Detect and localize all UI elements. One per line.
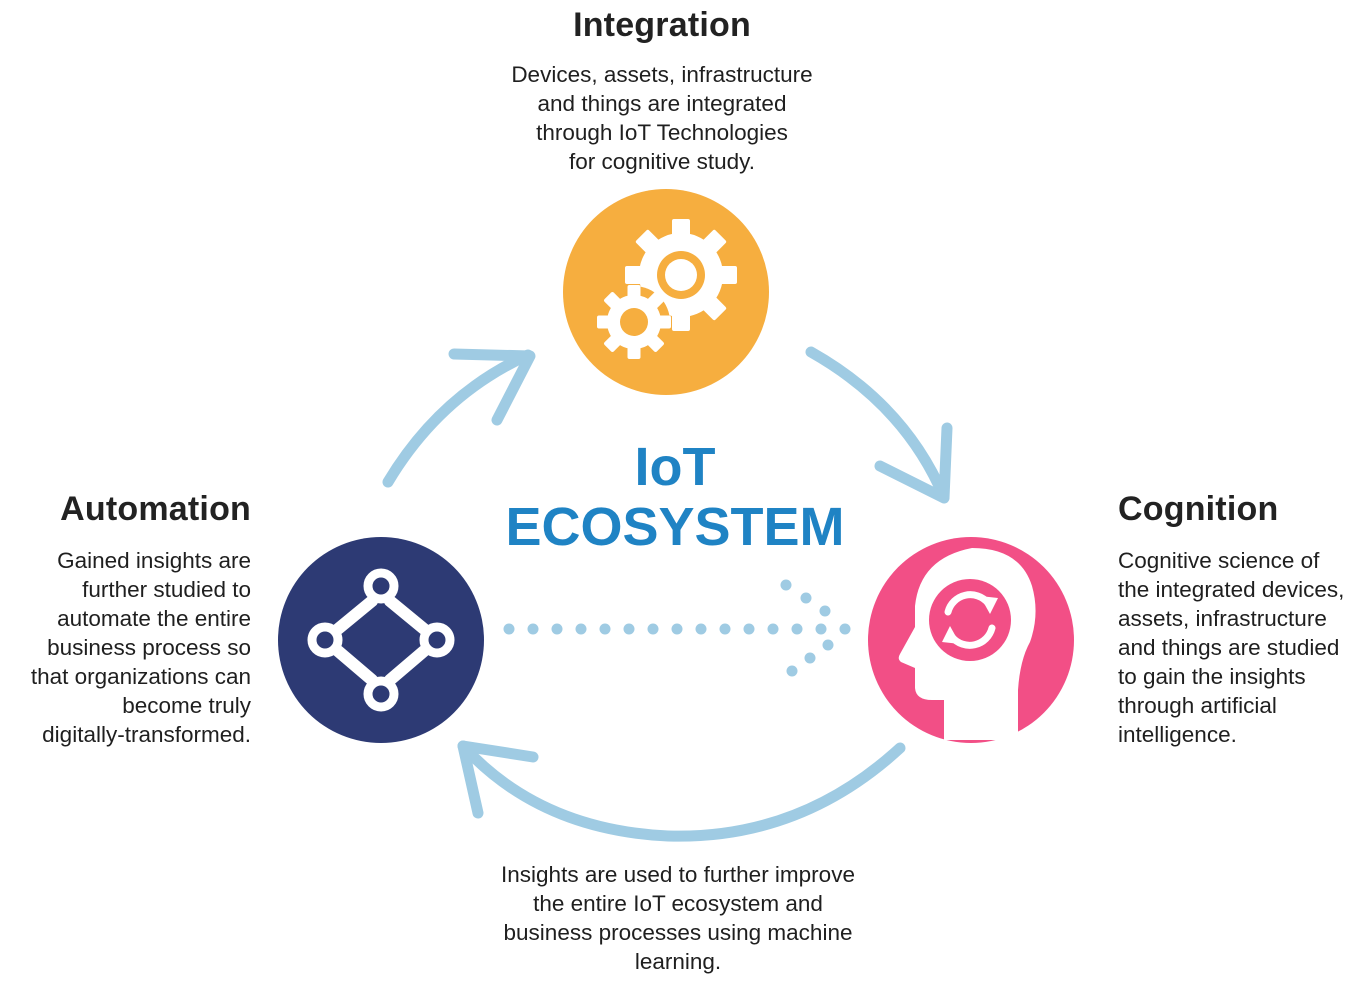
automation-line: digitally-transformed. — [42, 722, 251, 747]
learning-line: learning. — [634, 949, 722, 974]
cognition-line: through artificial — [1118, 693, 1277, 718]
cognition-line: to gain the insights — [1118, 664, 1306, 689]
cognition-node — [868, 537, 1074, 743]
integration-heading: Integration — [573, 6, 751, 44]
integration-line: Devices, assets, infrastructure — [511, 62, 813, 87]
ecosystem-title-line1: IoT — [634, 437, 716, 497]
integration-description: Devices, assets, infrastructure and thin… — [442, 60, 882, 176]
cognition-description: Cognitive science of the integrated devi… — [1118, 546, 1366, 749]
automation-line: become truly — [122, 693, 251, 718]
arrow-cognition-to-automation — [457, 740, 906, 842]
cognition-heading: Cognition — [1118, 490, 1279, 528]
learning-line: Insights are used to further improve — [501, 862, 855, 887]
cognition-line: intelligence. — [1118, 722, 1237, 747]
automation-line: Gained insights are — [57, 548, 251, 573]
integration-line: for cognitive study. — [569, 149, 755, 174]
automation-circle — [278, 537, 484, 743]
arrow-automation-to-integration — [382, 348, 536, 488]
automation-heading: Automation — [60, 490, 251, 528]
ecosystem-title: IoT ECOSYSTEM — [500, 437, 850, 557]
dotted-arrow-automation-to-cognition — [503, 579, 851, 677]
automation-line: further studied to — [82, 577, 251, 602]
learning-line: business processes using machine — [503, 920, 853, 945]
integration-line: through IoT Technologies — [536, 120, 788, 145]
arrow-integration-to-cognition — [805, 346, 953, 504]
cognition-line: and things are studied — [1118, 635, 1340, 660]
cognition-line: Cognitive science of — [1118, 548, 1320, 573]
head-refresh-icon — [898, 548, 1036, 740]
gears-icon — [597, 219, 737, 359]
ecosystem-title-line2: ECOSYSTEM — [505, 497, 845, 557]
cognition-line: assets, infrastructure — [1118, 606, 1327, 631]
workflow-nodes-icon — [307, 568, 455, 712]
learning-description: Insights are used to further improve the… — [428, 860, 928, 976]
cognition-line: the integrated devices, — [1118, 577, 1345, 602]
automation-line: automate the entire — [57, 606, 251, 631]
integration-node — [563, 189, 769, 395]
automation-line: that organizations can — [30, 664, 251, 689]
automation-line: business process so — [47, 635, 251, 660]
automation-node — [278, 537, 484, 743]
automation-description: Gained insights are further studied to a… — [0, 546, 251, 749]
integration-line: and things are integrated — [537, 91, 787, 116]
learning-line: the entire IoT ecosystem and — [533, 891, 823, 916]
